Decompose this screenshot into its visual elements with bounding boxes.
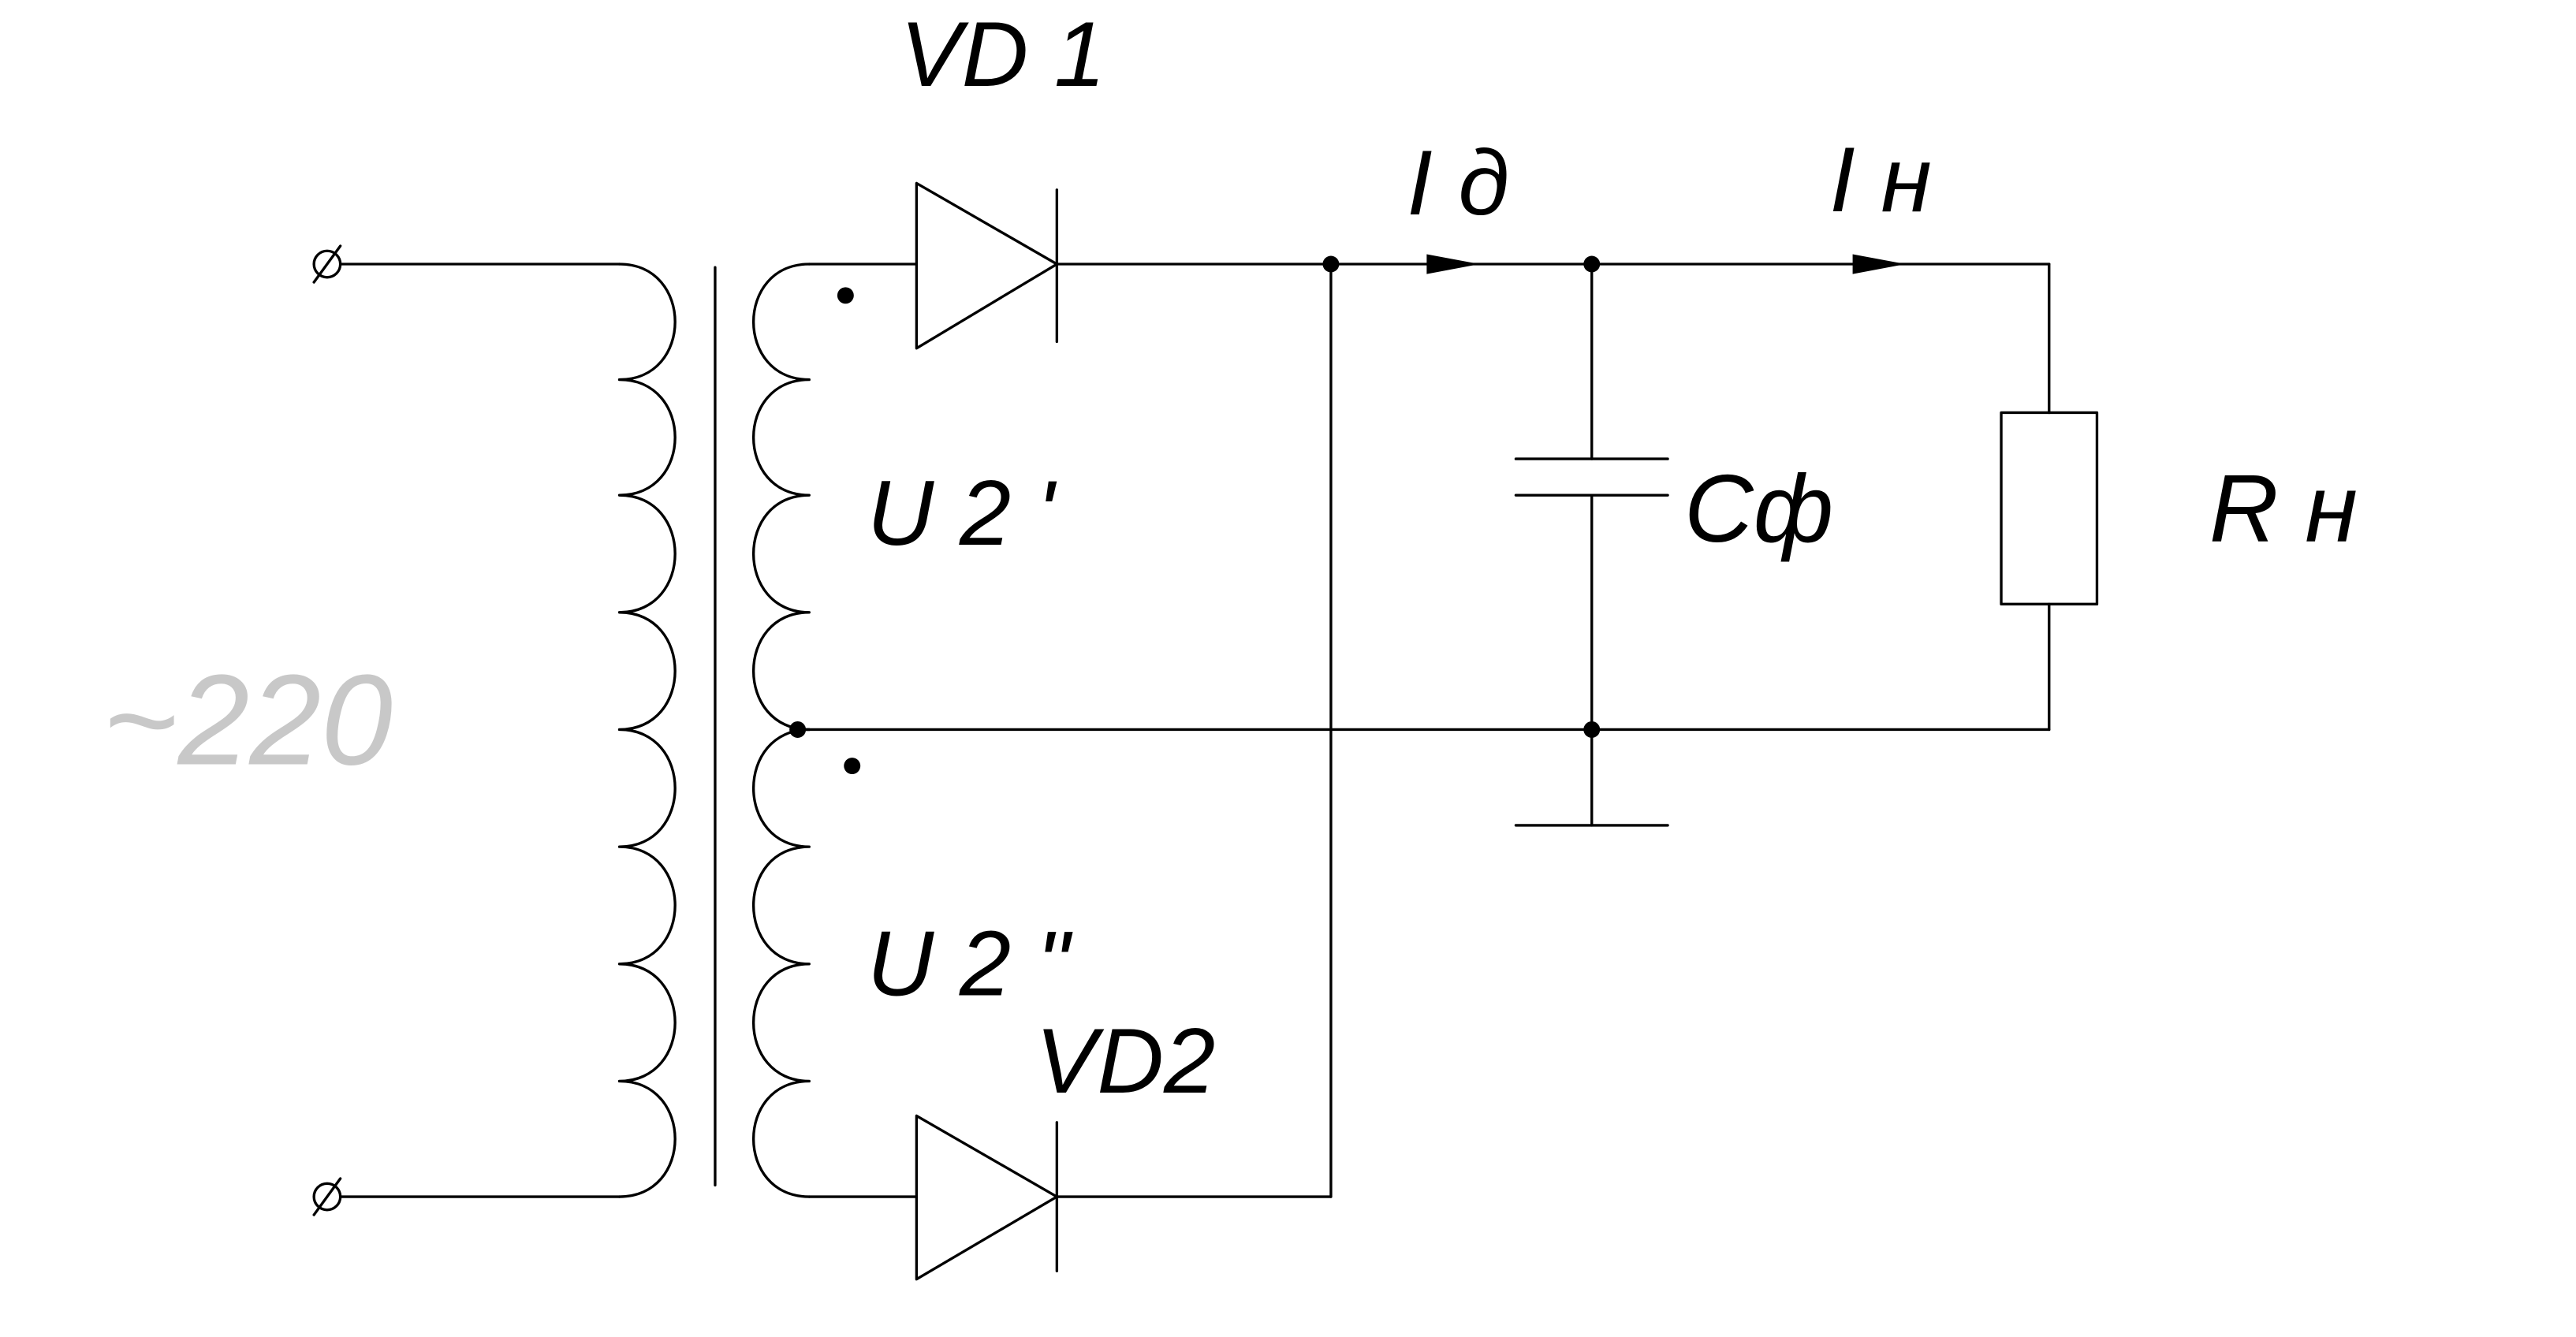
- capacitor-cf-label: Сф: [1684, 455, 1833, 562]
- junction-dot: [1322, 255, 1340, 273]
- current-id-label: I д: [1407, 131, 1509, 234]
- input-terminal-bottom: [312, 1177, 342, 1216]
- polarity-dot-lower: [844, 758, 861, 775]
- secondary-winding-lower: [752, 728, 811, 1198]
- ground-symbol: [1514, 728, 1669, 827]
- junction-dot: [789, 721, 807, 738]
- arrow-in-icon: [1852, 254, 1906, 274]
- junction-dot: [1583, 721, 1601, 738]
- current-in-label: I н: [1829, 128, 1932, 231]
- primary-winding: [617, 263, 677, 1198]
- input-voltage-label: ~220: [103, 647, 393, 791]
- u2-double-label: U 2 ": [867, 912, 1073, 1015]
- diode-vd2: [915, 1114, 1059, 1281]
- diode-vd1: [915, 181, 1059, 350]
- vd2-label: VD2: [1035, 1009, 1215, 1112]
- junction-dot: [1583, 255, 1601, 273]
- arrow-id-icon: [1426, 254, 1480, 274]
- vd1-label: VD 1: [900, 2, 1105, 106]
- resistor-rn-label: R н: [2209, 455, 2358, 562]
- polarity-dot-upper: [837, 287, 854, 304]
- input-terminal-top: [312, 244, 342, 284]
- secondary-winding-upper: [752, 263, 811, 732]
- u2-prime-label: U 2 ': [867, 461, 1057, 564]
- resistor-rn: [2000, 263, 2099, 732]
- capacitor-cf: [1514, 263, 1669, 732]
